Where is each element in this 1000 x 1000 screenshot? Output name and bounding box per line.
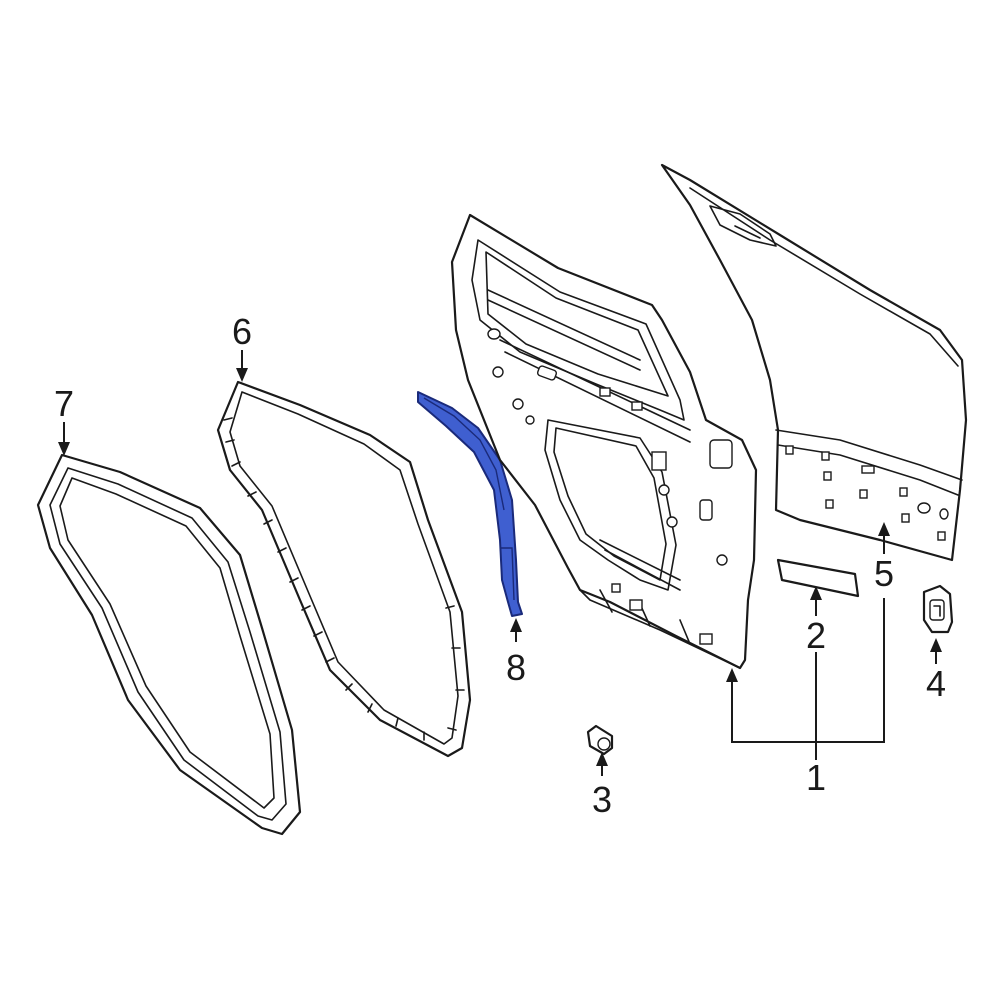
part-1-door-frame[interactable] — [450, 213, 758, 670]
callout-4: 4 — [926, 663, 946, 704]
leader-5 — [878, 522, 890, 554]
leader-1-bracket — [726, 598, 885, 760]
part-6-weatherstrip-inner[interactable] — [216, 380, 472, 758]
part-8-highlight-shape — [417, 391, 523, 617]
leader-8 — [510, 618, 522, 642]
part-8-channel-seal[interactable] — [417, 391, 523, 617]
part-4-latch[interactable] — [922, 584, 954, 634]
callout-1: 1 — [806, 757, 826, 798]
leader-4 — [930, 638, 942, 664]
part-7-weatherstrip-outer[interactable] — [36, 453, 302, 836]
callout-8: 8 — [506, 647, 526, 688]
callout-3: 3 — [592, 779, 612, 820]
callout-5: 5 — [874, 553, 894, 594]
leader-6 — [236, 350, 248, 382]
callout-6: 6 — [232, 311, 252, 352]
leader-3 — [596, 752, 608, 776]
part-2-pad[interactable] — [776, 558, 860, 598]
part-5-door-skin[interactable] — [660, 163, 968, 562]
callout-7: 7 — [54, 383, 74, 424]
leader-7 — [58, 422, 70, 456]
leader-2 — [810, 586, 822, 616]
part-3-clip[interactable] — [586, 724, 614, 756]
callout-2: 2 — [806, 615, 826, 656]
